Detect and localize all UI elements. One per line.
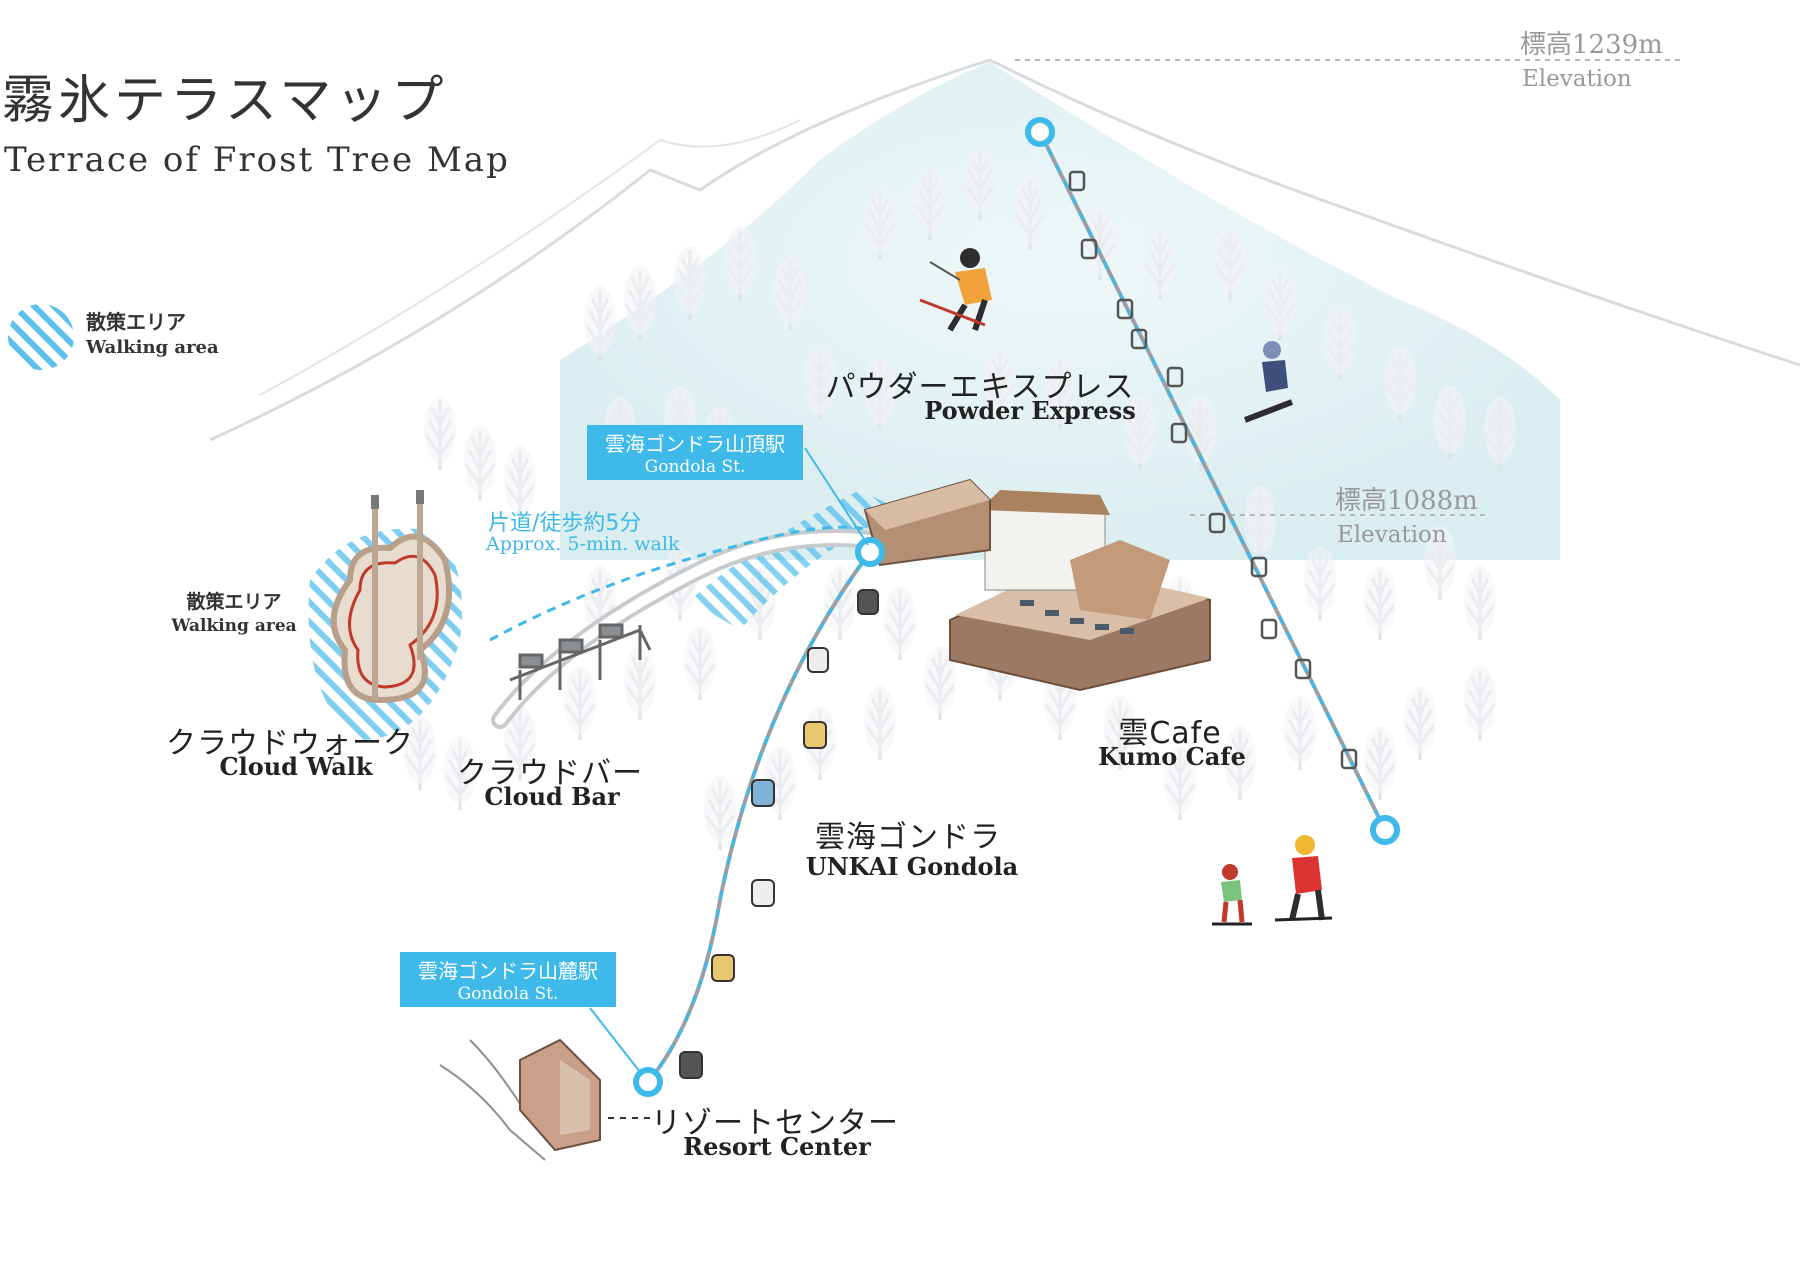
lift-top-station-marker bbox=[1025, 117, 1055, 147]
snowboarder-icon bbox=[1243, 341, 1294, 423]
mountain-ridge bbox=[209, 58, 1800, 442]
resort-center-label-jp[interactable]: リゾートセンター bbox=[651, 1106, 899, 1141]
legend-label-en: Walking area bbox=[86, 337, 219, 358]
mountain bbox=[560, 62, 1560, 560]
family-skiers-icon bbox=[1212, 835, 1333, 926]
cloud-bar-label-en[interactable]: Cloud Bar bbox=[484, 782, 620, 811]
skier-icon bbox=[919, 248, 992, 332]
chairlift-icon bbox=[1068, 170, 1358, 770]
kumo-cafe-label-en[interactable]: Kumo Cafe bbox=[1098, 742, 1246, 771]
map-title-en: Terrace of Frost Tree Map bbox=[4, 140, 510, 180]
lift-bottom-station-marker bbox=[1370, 815, 1400, 845]
cloud-walk-label-jp[interactable]: クラウドウォーク bbox=[166, 726, 414, 761]
cloud-bar-structure bbox=[509, 623, 652, 700]
resort-center-label-en[interactable]: Resort Center bbox=[683, 1132, 871, 1161]
elevation-top-label: Elevation bbox=[1522, 66, 1632, 92]
unkai-gondola-line bbox=[633, 537, 885, 1097]
base-station-pointer bbox=[589, 1007, 641, 1073]
summit-station-jp: 雲海ゴンドラ山頂駅 bbox=[605, 432, 785, 456]
walk-time-en: Approx. 5-min. walk bbox=[486, 533, 680, 555]
legend-label-jp: 散策エリア bbox=[86, 310, 186, 334]
cloud-walk-structure bbox=[330, 490, 453, 704]
base-station-label[interactable]: 雲海ゴンドラ山麓駅 Gondola St. bbox=[400, 952, 616, 1007]
walk-time-jp: 片道/徒歩約5分 bbox=[488, 511, 642, 536]
powder-express-label-jp[interactable]: パウダーエキスプレス bbox=[825, 370, 1135, 405]
resort-center-building bbox=[439, 1038, 601, 1161]
base-station-en: Gondola St. bbox=[457, 984, 559, 1004]
summit-station-label[interactable]: 雲海ゴンドラ山頂駅 Gondola St. bbox=[587, 425, 803, 480]
elevation-mid-label: Elevation bbox=[1337, 522, 1447, 548]
base-station-jp: 雲海ゴンドラ山麓駅 bbox=[418, 959, 598, 983]
summit-station-en: Gondola St. bbox=[644, 457, 746, 477]
gondola-summit-marker bbox=[855, 537, 885, 567]
cloud-bar-label-jp[interactable]: クラウドバー bbox=[457, 756, 643, 791]
gondola-cabin-icon bbox=[679, 589, 879, 1079]
walk-route bbox=[489, 525, 871, 642]
walking-area-jp: 散策エリア bbox=[186, 591, 282, 613]
powder-express-lift bbox=[1025, 117, 1400, 845]
elevation-top-value: 標高1239m bbox=[1520, 30, 1663, 60]
gondola-base-marker bbox=[633, 1067, 663, 1097]
cloud-walk-label-en[interactable]: Cloud Walk bbox=[219, 752, 373, 781]
summit-station-pointer bbox=[804, 447, 869, 546]
powder-express-label-en[interactable]: Powder Express bbox=[924, 396, 1136, 425]
unkai-gondola-label-jp[interactable]: 雲海ゴンドラ bbox=[815, 820, 1001, 855]
walking-area-en: Walking area bbox=[171, 616, 297, 636]
map-title-jp: 霧氷テラスマップ bbox=[2, 71, 448, 131]
walking-area-legend-icon bbox=[8, 304, 74, 370]
kumo-cafe-label-jp[interactable]: 雲Cafe bbox=[1118, 716, 1222, 751]
unkai-gondola-label-en[interactable]: UNKAI Gondola bbox=[805, 852, 1019, 881]
elevation-mid-value: 標高1088m bbox=[1335, 486, 1478, 516]
kumo-cafe-building bbox=[949, 490, 1211, 692]
